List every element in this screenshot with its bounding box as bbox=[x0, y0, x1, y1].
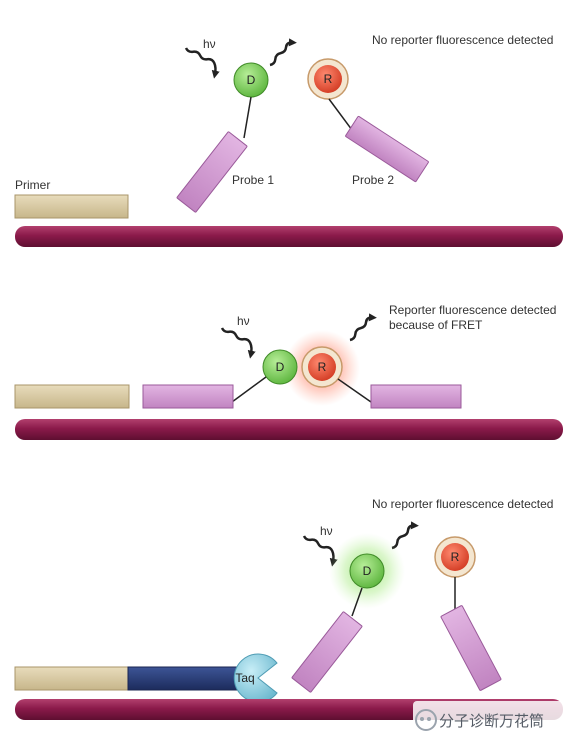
probe2-label: Probe 2 bbox=[352, 173, 394, 187]
photon-in-arrow bbox=[302, 535, 338, 567]
watermark: 分子诊断万花筒 bbox=[413, 701, 583, 737]
template-strand bbox=[15, 226, 563, 247]
donor-fluorophore bbox=[349, 553, 385, 589]
probe1-linker bbox=[243, 96, 252, 139]
probe1-label: Probe 1 bbox=[232, 173, 274, 187]
panel2-hv-label: hν bbox=[237, 314, 250, 328]
panel2-status-line1: Reporter fluorescence detected bbox=[389, 303, 556, 317]
panel2-status-line2: because of FRET bbox=[389, 318, 483, 332]
primer-label: Primer bbox=[15, 178, 50, 192]
primer-bar bbox=[14, 666, 129, 691]
donor-letter: D bbox=[363, 564, 372, 578]
watermark-text: 分子诊断万花筒 bbox=[439, 712, 545, 730]
reporter-letter: R bbox=[318, 360, 327, 374]
probe2-bar bbox=[345, 115, 429, 183]
donor-letter: D bbox=[276, 360, 285, 374]
panel3-status-text: No reporter fluorescence detected bbox=[372, 497, 553, 511]
probe2-fragment bbox=[440, 605, 502, 691]
taq-label: Taq bbox=[235, 671, 254, 685]
template-strand bbox=[15, 419, 563, 440]
reporter-letter: R bbox=[324, 72, 333, 86]
donor-letter: D bbox=[247, 73, 256, 87]
probe2-bar bbox=[370, 384, 462, 409]
photon-in-arrow bbox=[184, 47, 220, 79]
extension-product bbox=[127, 666, 239, 691]
donor-fluorophore bbox=[262, 349, 298, 385]
probe2-linker bbox=[328, 98, 353, 131]
photon-out-arrow bbox=[269, 38, 297, 67]
reporter-fluorophore bbox=[314, 65, 342, 93]
probe1-bar bbox=[176, 131, 248, 213]
reporter-fluorophore bbox=[308, 353, 336, 381]
wechat-icon bbox=[415, 709, 437, 731]
probe1-linker bbox=[351, 587, 363, 617]
reporter-letter: R bbox=[451, 550, 460, 564]
primer-bar bbox=[14, 384, 130, 409]
probe1-fragment bbox=[291, 611, 363, 693]
photon-out-arrow bbox=[349, 313, 377, 342]
panel-3: No reporter fluorescence detected hν D R… bbox=[14, 497, 563, 720]
photon-out-arrow bbox=[391, 521, 419, 550]
probe1-bar bbox=[142, 384, 234, 409]
panel-1: No reporter fluorescence detected hν D P… bbox=[14, 33, 563, 247]
reporter-fluorophore bbox=[441, 543, 469, 571]
probe2-linker bbox=[337, 378, 372, 403]
photon-in-arrow bbox=[220, 327, 256, 359]
probe1-linker bbox=[231, 376, 267, 403]
panel-2: Reporter fluorescence detected because o… bbox=[14, 303, 563, 440]
panel1-status-text: No reporter fluorescence detected bbox=[372, 33, 553, 47]
panel3-hv-label: hν bbox=[320, 524, 333, 538]
primer-bar bbox=[14, 194, 129, 219]
panel1-hv-label: hν bbox=[203, 37, 216, 51]
